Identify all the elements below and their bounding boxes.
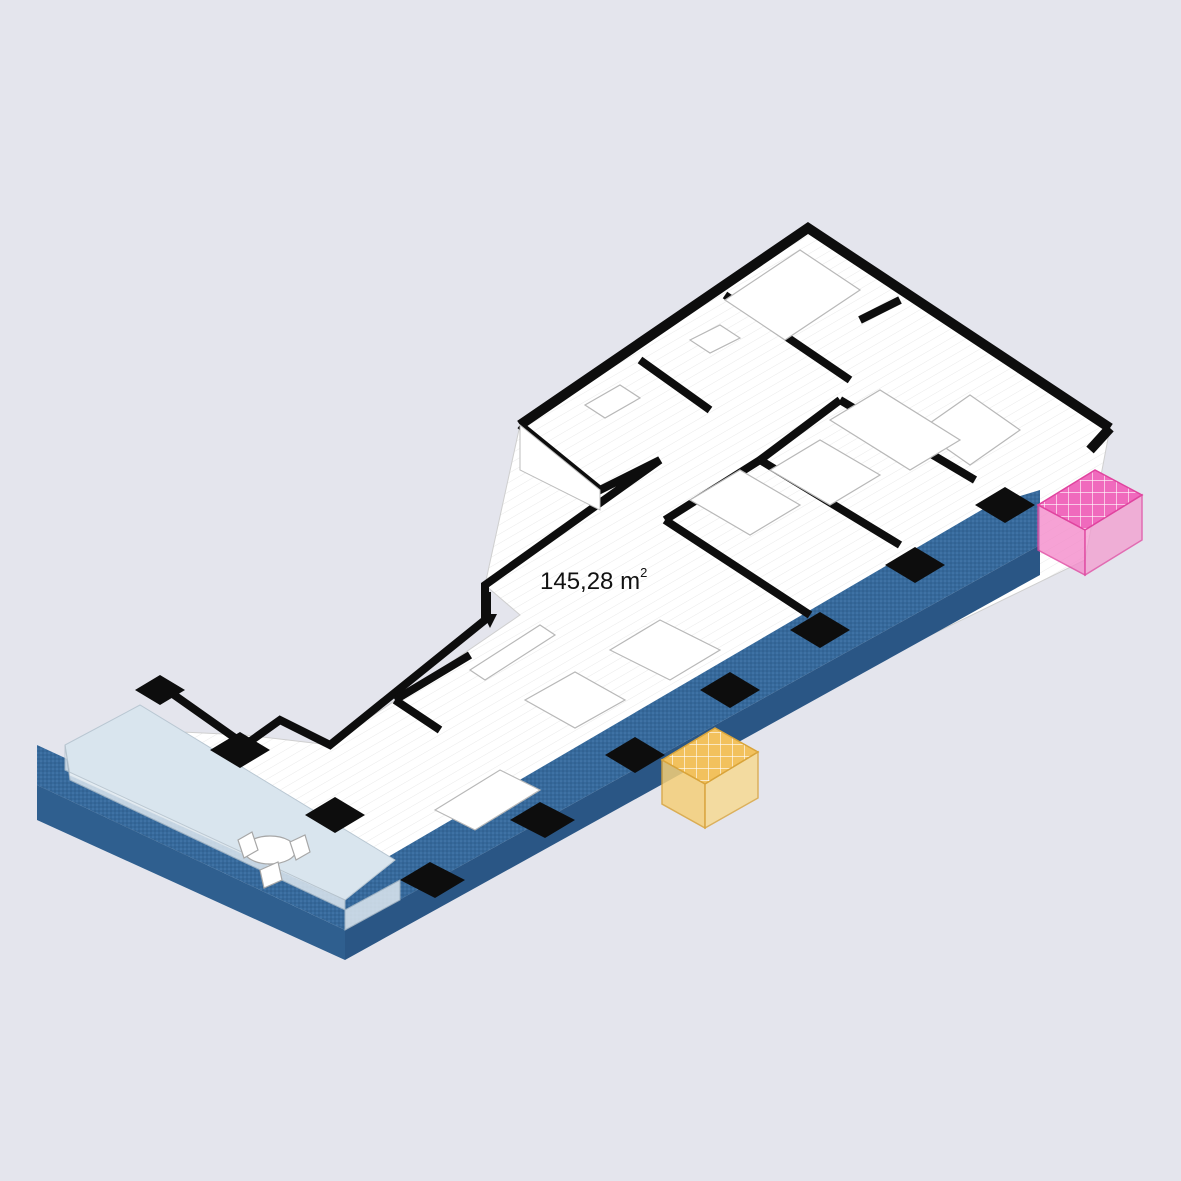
yellow-balcony <box>660 727 760 830</box>
floor-area-label: 145,28 m2 <box>540 565 648 596</box>
utility-block <box>519 423 601 511</box>
north-wall <box>517 221 1113 433</box>
east-wall <box>1086 424 1114 454</box>
terrace-furniture <box>237 831 311 889</box>
fixtures <box>433 249 1022 831</box>
west-wall <box>157 421 663 750</box>
facade-pillars <box>135 487 1035 898</box>
terrace-railing <box>64 744 401 931</box>
pink-balcony <box>1036 469 1144 577</box>
area-value: 145,28 m <box>540 568 641 595</box>
area-exponent: 2 <box>640 565 648 580</box>
facade-band-side <box>37 785 345 960</box>
entrance-arrow-icon <box>483 592 497 628</box>
terrace-floor <box>64 704 396 901</box>
